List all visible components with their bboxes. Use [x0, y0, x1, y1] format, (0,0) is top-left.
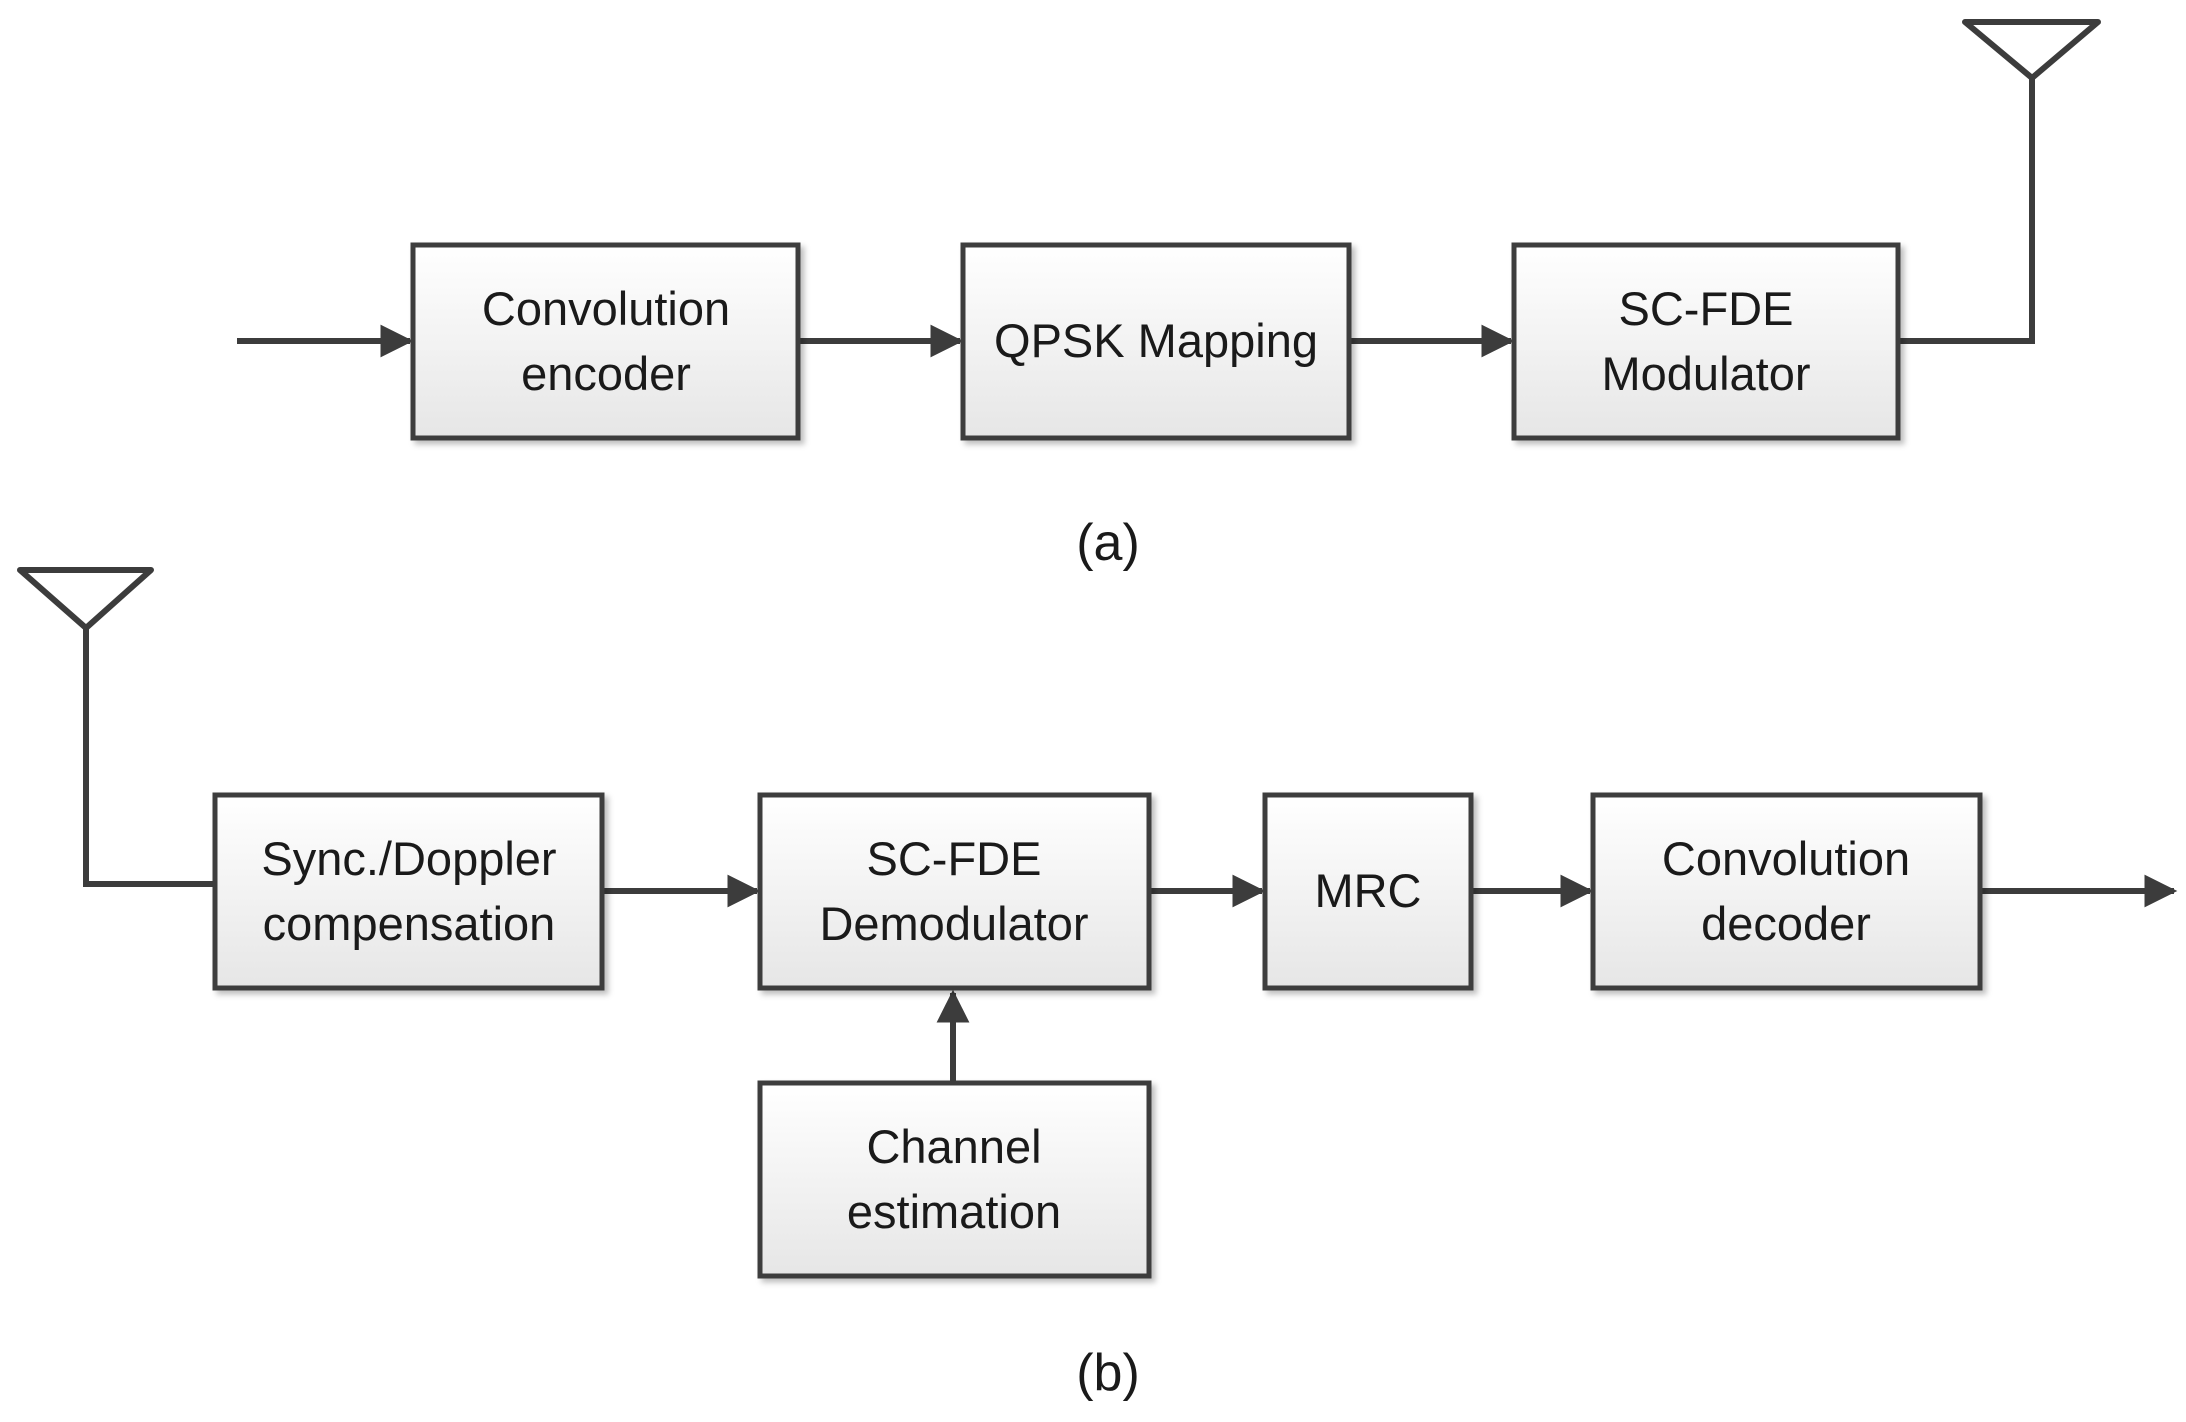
caption-b: (b): [1076, 1344, 1140, 1402]
receiver-diagram: Sync./Doppler compensation SC-FDE Demodu…: [17, 567, 2178, 1402]
rx-antenna-icon: [17, 567, 154, 631]
block-label: Sync./Doppler: [261, 832, 556, 885]
convolution-encoder-block: Convolution encoder: [410, 242, 801, 441]
channel-estimation-block: Channel estimation: [757, 1080, 1152, 1279]
block-label: Channel: [866, 1120, 1041, 1173]
tx-antenna-icon: [1962, 19, 2101, 81]
block-label: Convolution: [1662, 832, 1910, 885]
scfde-modulator-block: SC-FDE Modulator: [1511, 242, 1901, 441]
convolution-decoder-block: Convolution decoder: [1590, 792, 1983, 991]
block-label: Modulator: [1602, 347, 1811, 400]
antenna-to-sync-line: [83, 628, 215, 887]
block-label: compensation: [263, 897, 556, 950]
transmitter-diagram: Convolution encoder QPSK Mapping SC-FDE …: [237, 19, 2101, 572]
caption-a: (a): [1076, 514, 1140, 572]
modulator-to-antenna-line: [1898, 78, 2035, 344]
block-label: Demodulator: [819, 897, 1088, 950]
block-label: encoder: [521, 347, 691, 400]
mrc-block: MRC: [1262, 792, 1474, 991]
block-label: QPSK Mapping: [994, 314, 1318, 367]
qpsk-mapping-block: QPSK Mapping: [960, 242, 1352, 441]
block-label: SC-FDE: [867, 832, 1042, 885]
block-label: SC-FDE: [1619, 282, 1794, 335]
block-label: MRC: [1314, 864, 1421, 917]
sync-doppler-block: Sync./Doppler compensation: [212, 792, 605, 991]
scfde-demodulator-block: SC-FDE Demodulator: [757, 792, 1152, 991]
block-label: decoder: [1701, 897, 1871, 950]
block-label: Convolution: [482, 282, 730, 335]
block-label: estimation: [847, 1185, 1061, 1238]
